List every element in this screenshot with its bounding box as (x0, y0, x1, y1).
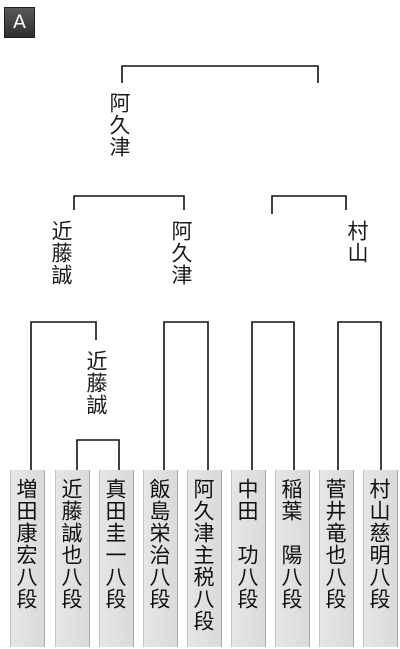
player-box: 近藤誠也八段 (55, 470, 90, 647)
player-box: 増田康宏八段 (10, 470, 45, 647)
player-name: 中田 功八段 (235, 478, 259, 610)
player-box: 飯島栄治八段 (143, 470, 178, 647)
preliminary-match-line (76, 439, 120, 470)
player-box: 真田圭一八段 (99, 470, 134, 647)
round2-match-right-line (271, 195, 347, 214)
player-name: 菅井竜也八段 (323, 478, 347, 610)
player-box: 菅井竜也八段 (319, 470, 354, 647)
player-box: 稲葉 陽八段 (275, 470, 310, 647)
round1-match-2-line (163, 321, 209, 470)
final-match-line (121, 65, 319, 83)
player-name: 阿久津主税八段 (191, 478, 215, 632)
player-name: 飯島栄治八段 (147, 478, 171, 610)
final-winner-label: 阿久津 (107, 92, 131, 158)
round2-right-winner-label: 阿久津 (169, 220, 193, 286)
round1-match-3-line (251, 321, 295, 470)
player-name: 近藤誠也八段 (59, 478, 83, 610)
player-box: 村山慈明八段 (363, 470, 398, 647)
block-label-badge: A (4, 7, 35, 38)
player-name: 増田康宏八段 (14, 478, 38, 610)
player-box: 中田 功八段 (231, 470, 266, 647)
player-name: 真田圭一八段 (103, 478, 127, 610)
preliminary-winner-label: 近藤誠 (84, 350, 108, 416)
player-name: 村山慈明八段 (367, 478, 391, 610)
round2-left-winner-label: 近藤誠 (49, 220, 73, 286)
round1-match-1-line (30, 321, 97, 470)
player-name: 稲葉 陽八段 (279, 478, 303, 610)
round1-match-4-line (337, 321, 382, 470)
round2-match-left-line (73, 195, 185, 210)
round2-fourth-winner-label: 村山 (345, 220, 369, 264)
player-box: 阿久津主税八段 (187, 470, 222, 647)
